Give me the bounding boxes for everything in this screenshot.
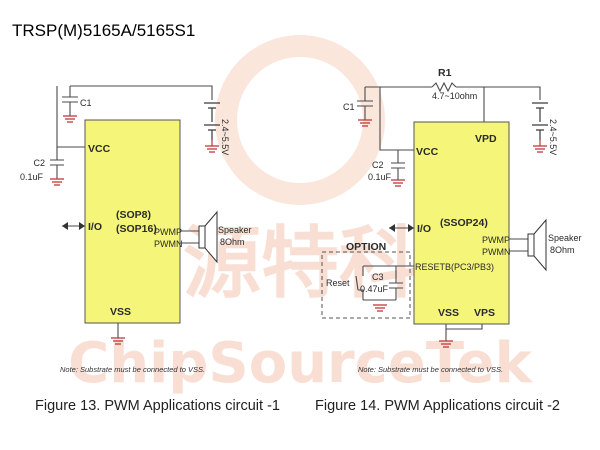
r1-value: 4.7~10ohm	[432, 91, 477, 101]
pin-vss-label: VSS	[110, 306, 131, 318]
c1-label: C1	[80, 98, 92, 108]
chip-1-package-2: (SOP16)	[116, 223, 157, 235]
c2-ground-2-icon	[391, 179, 405, 187]
chip-2-body	[413, 121, 510, 325]
speaker-1-wires	[180, 230, 199, 244]
pin-io-label: I/O	[88, 221, 102, 233]
io-arrow-right-icon	[79, 222, 85, 230]
r1-resistor-icon	[431, 81, 457, 93]
vss-vps-wire	[445, 324, 483, 334]
c2-label-2: C2	[372, 160, 384, 170]
watermark-en-text: ChipSourceTek	[68, 331, 533, 396]
r1-label: R1	[438, 67, 452, 79]
battery-2	[532, 102, 548, 140]
vss-ground-2-icon	[439, 340, 453, 348]
c3-label: C3	[372, 272, 384, 282]
pin-vpd-label: VPD	[475, 133, 497, 145]
pin-pwmp-label-2: PWMP	[482, 235, 510, 245]
option-box	[321, 251, 411, 319]
c2-value: 0.1uF	[20, 172, 44, 182]
c3-capacitor	[389, 266, 403, 300]
c2-value-2: 0.1uF	[368, 172, 392, 182]
speaker-1-ohm: 8Ohm	[220, 237, 245, 247]
c1-capacitor	[62, 86, 78, 116]
figure-13-caption: Figure 13. PWM Applications circuit -1	[35, 398, 280, 414]
reset-label: Reset	[326, 278, 350, 288]
io-arrow-right-2-icon	[408, 224, 414, 232]
battery-1-voltage: 2.4~5.5V	[220, 119, 230, 155]
speaker-2-wires	[509, 238, 528, 252]
battery-1-ground-icon	[205, 145, 219, 153]
vss-ground-1-icon	[111, 337, 125, 345]
speaker-1-label: Speaker	[218, 225, 252, 235]
battery-2-ground-icon	[533, 145, 547, 153]
pin-vps-label: VPS	[474, 307, 495, 319]
io-arrow-left-icon	[62, 222, 68, 230]
circuit-2: R1 4.7~10ohm VPD 2.4~5.5V C1 C2 0.1uF VC…	[315, 67, 582, 414]
c1-label-2: C1	[343, 102, 355, 112]
speaker-2-label: Speaker	[548, 233, 582, 243]
pin-vcc-label-2: VCC	[416, 146, 439, 158]
chip-2-package: (SSOP24)	[440, 217, 488, 229]
c2-capacitor	[50, 147, 64, 179]
c1-top-rail	[70, 85, 213, 100]
pin-pwmn-label-2: PWMN	[482, 247, 511, 257]
pin-vss-label-2: VSS	[438, 307, 459, 319]
chip-1-package-1: (SOP8)	[116, 209, 151, 221]
vcc-rail-2	[379, 87, 414, 151]
speaker-1-icon	[198, 210, 218, 264]
note-2: Note: Substrate must be connected to VSS…	[358, 365, 503, 374]
option-label: OPTION	[346, 241, 386, 253]
pin-vcc-label: VCC	[88, 143, 111, 155]
c3-value: 0.47uF	[360, 284, 389, 294]
chip-1-body	[84, 119, 181, 324]
reset-switch-icon	[355, 266, 364, 300]
speaker-2-ohm: 8Ohm	[550, 245, 575, 255]
pin-pwmn-label: PWMN	[154, 239, 183, 249]
pin-resetb-label: RESETB(PC3/PB3)	[415, 262, 494, 272]
pin-io-label-2: I/O	[417, 223, 431, 235]
c1-capacitor-2	[357, 87, 373, 120]
pin-pwmp-label: PWMP	[154, 227, 182, 237]
c2-capacitor-2	[391, 150, 405, 180]
note-1: Note: Substrate must be connected to VSS…	[60, 365, 205, 374]
page-title: TRSP(M)5165A/5165S1	[12, 21, 195, 40]
c1-ground-icon	[63, 115, 77, 123]
battery-1	[204, 102, 220, 140]
option-ground-icon	[373, 304, 387, 312]
c2-label: C2	[33, 158, 45, 168]
figure-14-caption: Figure 14. PWM Applications circuit -2	[315, 398, 560, 414]
circuit-1: 2.4~5.5V C1 C2 0.1uF VCC I/O (SOP8) (SOP…	[20, 85, 280, 414]
speaker-2-icon	[527, 218, 547, 272]
battery-2-voltage: 2.4~5.5V	[548, 119, 558, 155]
watermark-logo-ring	[215, 35, 385, 205]
c2-ground-icon	[50, 178, 64, 186]
c1-ground-2-icon	[358, 119, 372, 127]
io-arrow-left-2-icon	[389, 224, 395, 232]
